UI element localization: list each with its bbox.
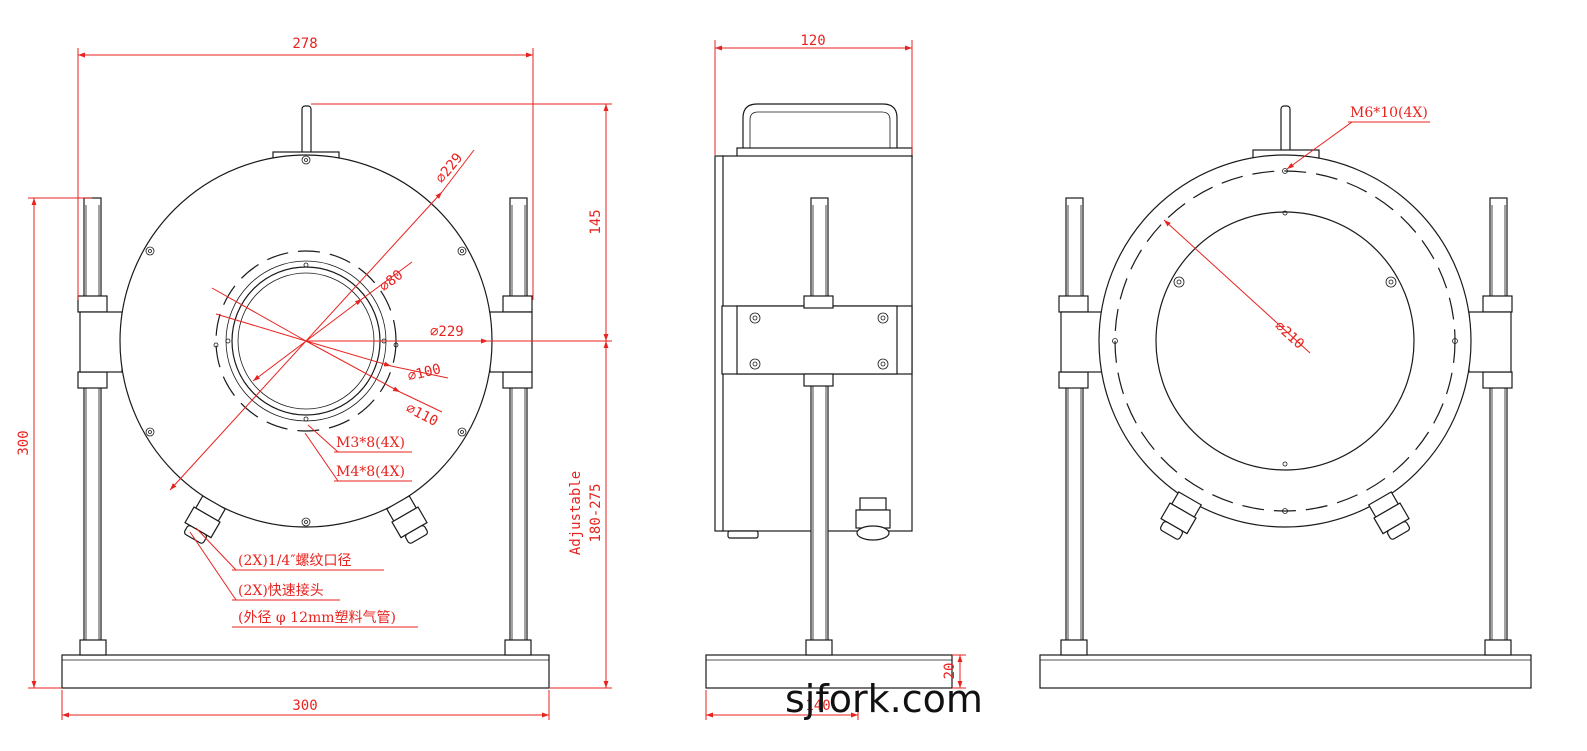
back-right-clamp — [1468, 311, 1512, 373]
callout-m3: M3*8(4X) — [336, 435, 405, 451]
back-sphere-body — [1098, 154, 1472, 528]
side-dimensions: 120 140 20 — [705, 33, 966, 720]
side-clamp-bolts — [749, 312, 889, 370]
side-rod — [810, 197, 829, 644]
back-fitting-right — [1367, 491, 1411, 540]
back-bolt-holes — [1112, 168, 1458, 514]
dim-300-width: 300 — [292, 698, 317, 714]
dim-140: 140 — [805, 698, 830, 714]
dim-adjustable-label: Adjustable — [568, 471, 584, 555]
front-handle — [301, 105, 312, 155]
back-fitting-left — [1159, 491, 1203, 540]
dim-300-height: 300 — [16, 430, 32, 455]
back-left-clamp — [1060, 311, 1104, 373]
back-left-rod — [1058, 197, 1089, 656]
callout-m6: M6*10(4X) — [1350, 105, 1428, 121]
dim-20: 20 — [942, 663, 958, 680]
front-view — [61, 105, 550, 689]
callout-m4: M4*8(4X) — [336, 464, 405, 480]
front-right-rod — [502, 197, 533, 656]
front-fitting-left — [183, 495, 227, 544]
dim-dia-229-b: ⌀229 — [430, 324, 464, 340]
front-dimensions: 278 145 Adjustable 180-275 300 300 ⌀229 … — [16, 36, 612, 720]
callout-port-line1: (2X)1/4″螺纹口径 — [238, 553, 352, 569]
front-left-rod — [77, 197, 108, 656]
back-handle — [1280, 105, 1291, 155]
side-handle — [742, 103, 898, 150]
front-base — [61, 654, 550, 689]
dim-278: 278 — [292, 36, 317, 52]
dim-adjustable-range: 180-275 — [588, 483, 604, 542]
back-view — [1039, 105, 1532, 689]
callout-port-line3: (外径 φ 12mm塑料气管) — [238, 610, 396, 626]
back-right-rod — [1482, 197, 1513, 656]
side-fitting-bottom — [727, 497, 891, 541]
side-view — [705, 103, 953, 689]
callout-port-line2: (2X)快速接头 — [238, 582, 324, 599]
front-left-clamp — [79, 311, 123, 373]
dim-dia-229-a: ⌀229 — [433, 150, 467, 186]
front-right-clamp — [489, 311, 533, 373]
dim-120: 120 — [800, 33, 825, 49]
front-fitting-right — [385, 495, 429, 544]
back-bolt-circle — [1114, 170, 1456, 512]
back-base — [1039, 654, 1532, 689]
back-opening — [1155, 211, 1415, 471]
dim-145: 145 — [588, 209, 604, 234]
watermark: sjfork.com — [785, 677, 983, 721]
dim-dia-100: ⌀100 — [406, 361, 443, 385]
